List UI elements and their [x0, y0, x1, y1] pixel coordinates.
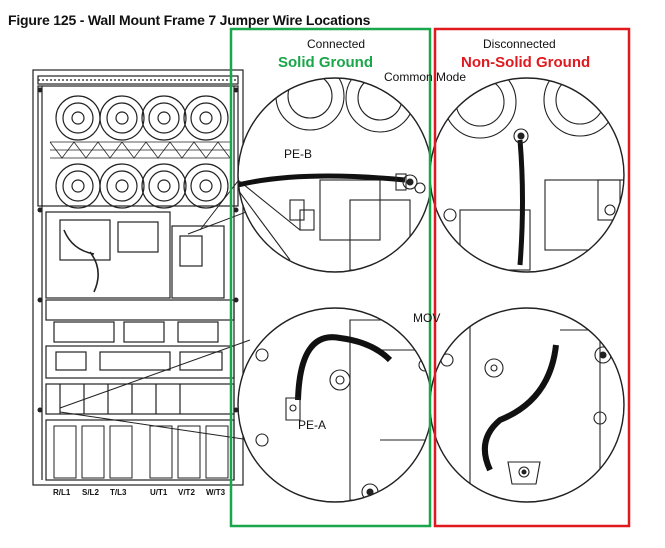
- drive-frame: [32, 69, 244, 486]
- magnified-view-pe-a-connected: [238, 308, 432, 502]
- non-solid-ground-box: [433, 27, 631, 528]
- pe-a-callout: PE-A: [298, 418, 327, 432]
- fan-icon: [55, 95, 229, 209]
- non-solid-ground-label: Non-Solid Ground: [461, 54, 591, 71]
- pe-b-callout: PE-B: [284, 147, 313, 161]
- magnified-view-pe-b-disconnected: [430, 78, 624, 272]
- terminal-label: S/L2: [82, 488, 99, 497]
- solid-ground-box: [229, 27, 432, 528]
- mov-callout: MOV: [413, 311, 441, 325]
- terminal-label: W/T3: [206, 488, 226, 497]
- terminal-label: R/L1: [53, 488, 71, 497]
- magnified-view-pe-a-disconnected: [430, 308, 624, 502]
- disconnected-label: Disconnected: [483, 37, 556, 51]
- solid-ground-label: Solid Ground: [278, 54, 373, 71]
- terminal-label: U/T1: [150, 488, 168, 497]
- figure-title: Figure 125 - Wall Mount Frame 7 Jumper W…: [8, 12, 371, 28]
- terminal-label: T/L3: [110, 488, 127, 497]
- terminal-label: V/T2: [178, 488, 195, 497]
- magnified-view-pe-b-connected: [238, 78, 432, 272]
- connected-label: Connected: [307, 37, 366, 51]
- common-mode-callout: Common Mode: [384, 70, 467, 84]
